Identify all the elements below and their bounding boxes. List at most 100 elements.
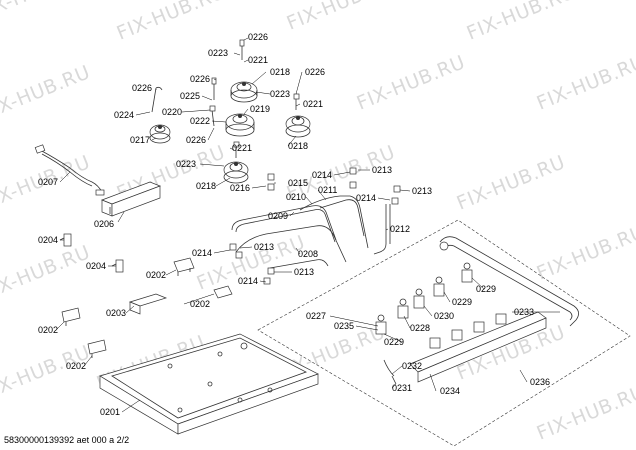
part-label: 0211 xyxy=(318,185,337,195)
gas-pipe-0211 xyxy=(319,199,365,237)
part-label: 0221 xyxy=(303,99,323,109)
base-pan xyxy=(99,333,319,435)
part-label: 0212 xyxy=(390,224,410,234)
part-label: 0213 xyxy=(254,242,274,252)
part-label: 0236 xyxy=(530,377,550,387)
part-label: 0213 xyxy=(412,186,432,196)
part-label: 0224 xyxy=(114,110,134,120)
part-label: 0208 xyxy=(298,249,318,259)
bracket-0202 xyxy=(61,307,81,326)
part-label: 0226 xyxy=(248,32,268,42)
part-label: 0221 xyxy=(248,55,268,65)
part-label: 0221 xyxy=(232,143,252,153)
part-label: 0225 xyxy=(180,91,200,101)
part-label: 0229 xyxy=(452,297,472,307)
bracket-0203 xyxy=(128,293,168,315)
part-label: 0213 xyxy=(294,267,314,277)
parts-drawings xyxy=(34,39,631,447)
gas-pipe-0209 xyxy=(231,205,337,243)
part-label: 0202 xyxy=(38,325,58,335)
gas-valve xyxy=(375,262,473,335)
part-label: 0233 xyxy=(514,307,534,317)
part-label: 0204 xyxy=(38,235,58,245)
part-label: 0213 xyxy=(372,165,392,175)
part-label: 0214 xyxy=(192,248,212,258)
part-label: 0228 xyxy=(410,323,430,333)
ignition-pin xyxy=(239,39,245,60)
burner-cup-0218-lower xyxy=(223,161,249,184)
watermark: FIX-HUB.RU xyxy=(114,0,229,45)
part-label: 0214 xyxy=(238,276,258,286)
part-label: 0230 xyxy=(434,311,454,321)
part-label: 0206 xyxy=(94,219,114,229)
watermark: FIX-HUB.RU xyxy=(0,0,88,25)
control-panel-frame xyxy=(409,311,547,383)
part-label: 0229 xyxy=(476,284,496,294)
ignition-pin xyxy=(211,77,217,100)
part-label: 0202 xyxy=(66,361,86,371)
bracket-0202 xyxy=(173,257,195,276)
part-label: 0214 xyxy=(312,170,332,180)
leader-lines xyxy=(55,37,560,413)
ignition-module xyxy=(101,181,161,217)
part-label: 0223 xyxy=(270,89,290,99)
part-label: 0222 xyxy=(190,116,210,126)
part-label: 0203 xyxy=(106,308,126,318)
part-label: 0201 xyxy=(100,407,120,417)
part-labels: 0226 0223 0221 0226 0218 0226 0226 0225 … xyxy=(38,32,550,417)
part-label: 0218 xyxy=(270,67,290,77)
watermark: FIX-HUB.RU xyxy=(0,341,93,404)
ignition-pin xyxy=(233,141,240,158)
watermark: FIX-HUB.RU xyxy=(284,0,399,35)
ignition-pin xyxy=(293,93,300,110)
part-label: 0223 xyxy=(208,48,228,58)
burner-cup-0217 xyxy=(149,124,171,144)
gas-pipe-0212 xyxy=(373,204,391,255)
watermark: FIX-HUB.RU xyxy=(0,241,93,304)
gas-pipe-0208 xyxy=(235,225,347,269)
part-label: 0234 xyxy=(440,386,460,396)
part-label: 0207 xyxy=(38,177,58,187)
part-label: 0204 xyxy=(86,261,106,271)
part-label: 0217 xyxy=(130,135,150,145)
part-label: 0227 xyxy=(306,311,326,321)
gas-pipe-0210 xyxy=(299,195,369,249)
part-label: 0223 xyxy=(176,159,196,169)
part-label: 0226 xyxy=(305,67,325,77)
part-label: 0209 xyxy=(268,211,288,221)
watermark: FIX-HUB.RU xyxy=(354,51,469,114)
watermark: FIX-HUB.RU xyxy=(534,221,636,284)
watermark: FIX-HUB.RU xyxy=(534,381,636,444)
burner-cup-0222 xyxy=(225,113,255,137)
panel-outline xyxy=(257,219,631,447)
burner-cup-0218-right xyxy=(285,115,311,138)
bracket-0202 xyxy=(87,339,107,358)
part-label: 0226 xyxy=(190,74,210,84)
part-label: 0232 xyxy=(402,361,422,371)
manifold-pipe xyxy=(439,236,579,327)
part-label: 0226 xyxy=(132,83,152,93)
part-label: 0218 xyxy=(196,181,216,191)
part-label: 0218 xyxy=(288,141,308,151)
part-label: 0210 xyxy=(286,192,306,202)
part-label: 0235 xyxy=(334,321,354,331)
part-label: 0226 xyxy=(186,135,206,145)
part-label: 0219 xyxy=(250,104,270,114)
part-label: 0216 xyxy=(230,183,250,193)
part-label: 0220 xyxy=(162,107,182,117)
bracket-0202 xyxy=(213,285,233,299)
watermark: FIX-HUB.RU xyxy=(0,61,93,124)
part-label: 0202 xyxy=(190,299,210,309)
ignition-pin xyxy=(209,105,216,127)
watermark: FIX-HUB.RU xyxy=(534,51,636,114)
ignition-pin xyxy=(151,86,163,113)
ignition-wire xyxy=(383,359,397,385)
watermark: FIX-HUB.RU xyxy=(464,0,579,45)
diagram-footer: 58300000139392 aet 000 a 2/2 xyxy=(4,435,130,445)
fitting xyxy=(229,167,401,285)
part-label: 0215 xyxy=(288,178,308,188)
part-label: 0202 xyxy=(146,270,166,280)
burner-cup-0219 xyxy=(230,81,258,103)
part-label: 0229 xyxy=(384,337,404,347)
